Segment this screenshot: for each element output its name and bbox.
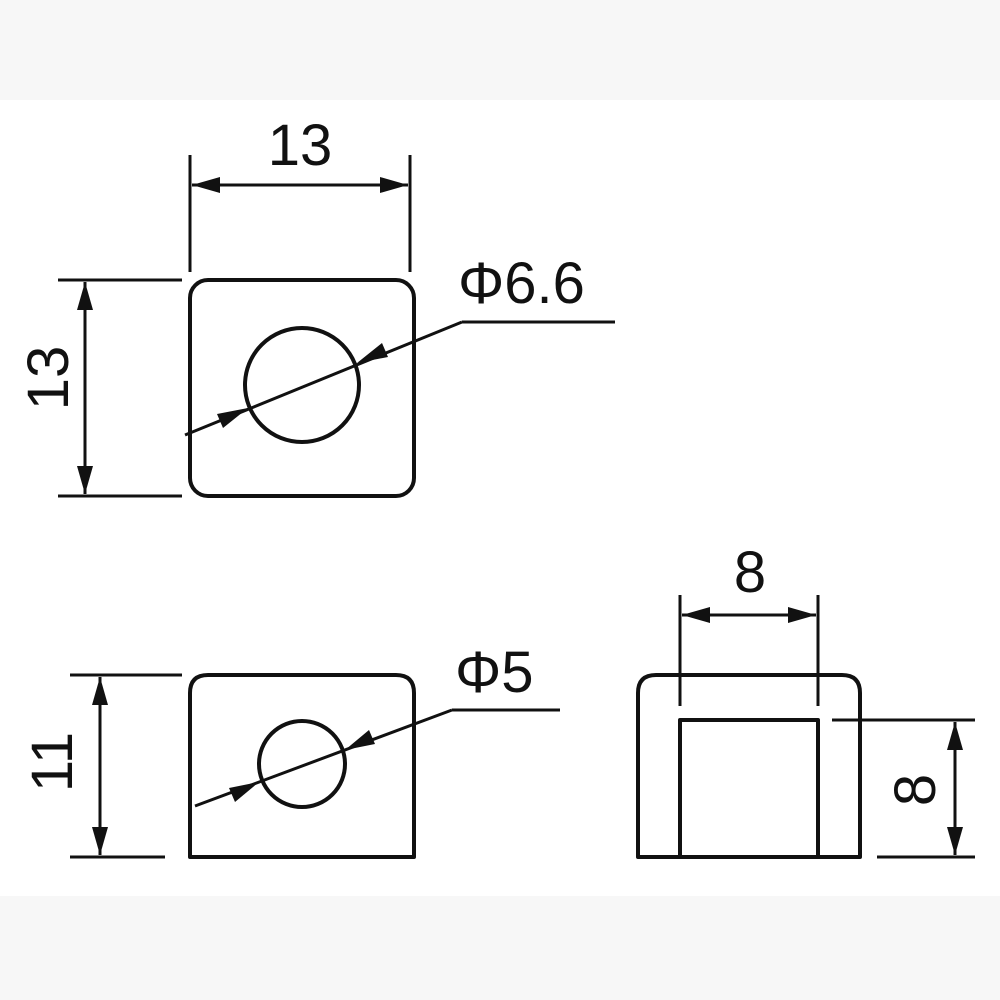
top-height-arrow-top <box>77 282 93 310</box>
bottom-left-hole-circle <box>257 719 347 809</box>
bottom-right-width-arrow-left <box>682 607 710 623</box>
bottom-right-height-arrow-top <box>947 722 963 750</box>
top-hole-arrow-right <box>357 343 388 363</box>
top-width-arrow-left <box>192 177 220 193</box>
bottom-band <box>0 896 1000 1000</box>
bottom-left-height-arrow-top <box>92 677 108 705</box>
bottom-left-hole-label: Φ5 <box>455 640 534 705</box>
bottom-right-view: 8 8 <box>636 540 975 859</box>
top-hole-label: Φ6.6 <box>458 251 585 316</box>
bottom-right-slot-outline <box>678 718 820 857</box>
top-width-label: 13 <box>268 113 333 178</box>
bottom-right-width-arrow-right <box>788 607 816 623</box>
top-height-arrow-bottom <box>77 466 93 494</box>
bottom-left-hole-arrow-right <box>345 730 375 750</box>
bottom-left-height-arrow-bottom <box>92 827 108 855</box>
top-hole-arrow-left <box>217 408 248 428</box>
top-width-arrow-right <box>380 177 408 193</box>
top-view: 13 13 Φ6.6 <box>16 113 615 498</box>
bottom-right-outer-outline <box>636 673 862 859</box>
bottom-right-width-label: 8 <box>734 540 766 605</box>
top-hole-circle <box>243 326 361 444</box>
top-height-label: 13 <box>16 346 81 411</box>
top-band <box>0 0 1000 100</box>
top-nut-outline <box>188 278 416 498</box>
bottom-right-height-arrow-bottom <box>947 827 963 855</box>
bottom-left-hole-arrow-left <box>229 782 259 802</box>
bottom-left-view: 11 Φ5 <box>20 640 560 859</box>
bottom-left-nut-outline <box>188 673 416 859</box>
bottom-left-height-label: 11 <box>20 732 85 792</box>
bottom-right-height-label: 8 <box>883 774 948 806</box>
